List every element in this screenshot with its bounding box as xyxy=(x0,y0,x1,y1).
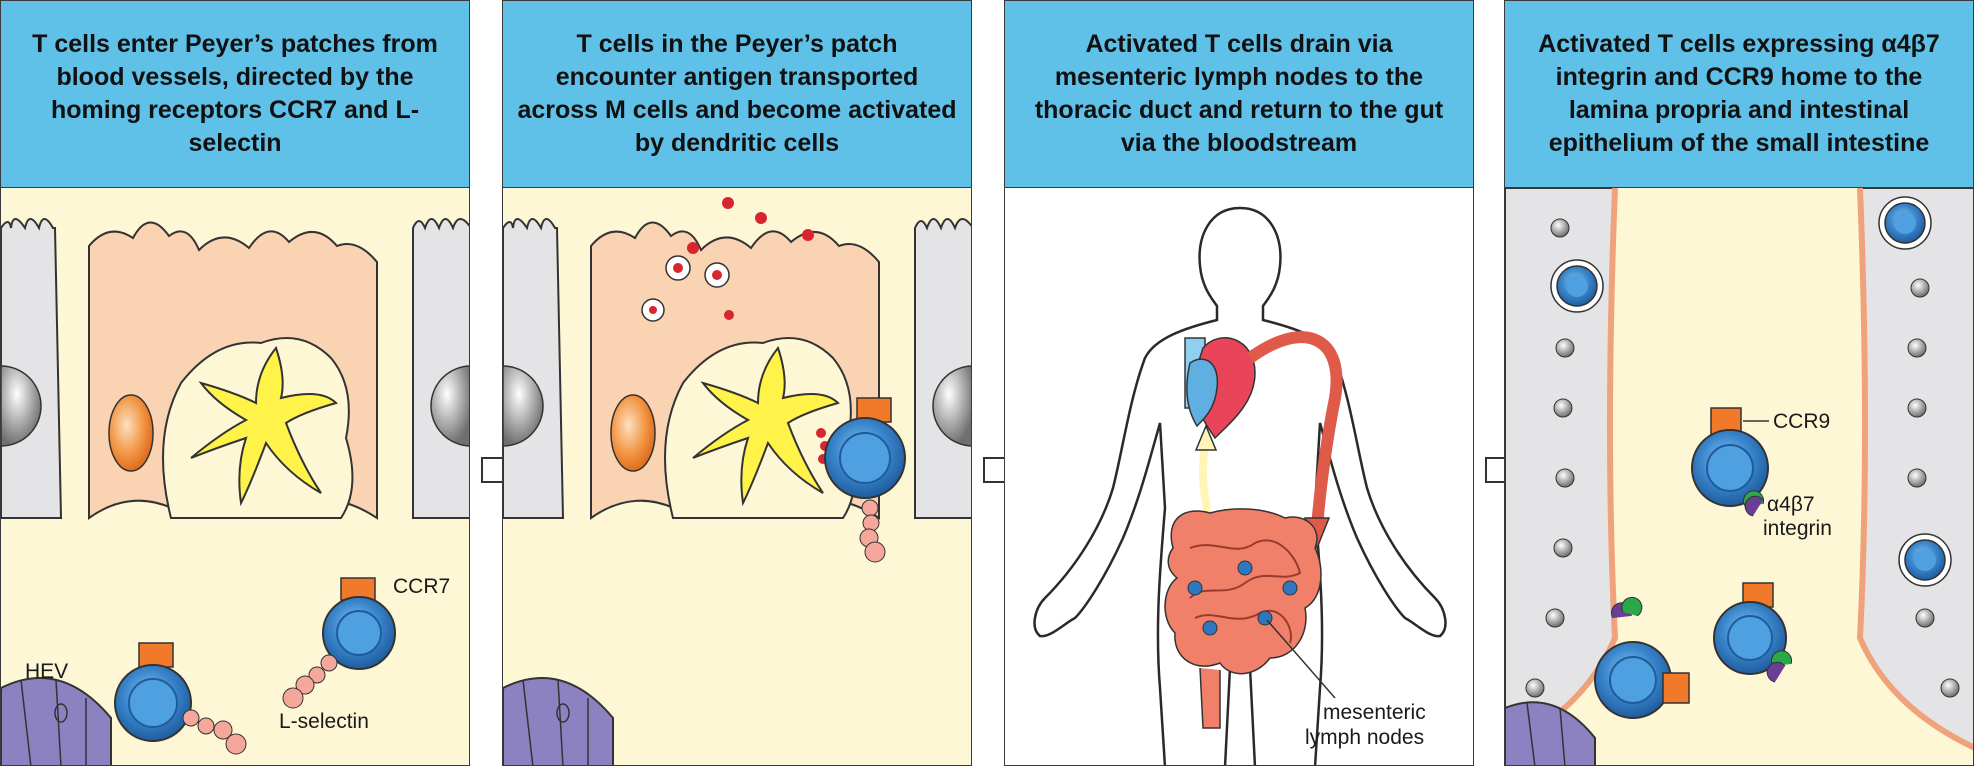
epithelial-cell-right xyxy=(915,219,972,518)
panel-2: T cells in the Peyer’s patch encounter a… xyxy=(502,0,972,766)
intraepithelial-t-cell-2 xyxy=(1879,197,1931,249)
panel-3-illustration: mesenteric lymph nodes xyxy=(1005,188,1473,766)
panel-1-title: T cells enter Peyer’s patches from blood… xyxy=(15,28,455,160)
hev-label: HEV xyxy=(25,660,68,683)
epithelial-cell-right xyxy=(413,219,470,518)
panel-4-header: Activated T cells expressing α4β7 integr… xyxy=(1505,1,1973,188)
panel-1-header: T cells enter Peyer’s patches from blood… xyxy=(1,1,469,188)
panel-4: Activated T cells expressing α4β7 integr… xyxy=(1504,0,1974,766)
panel-1-illustration: CCR7 HEV L-selectin xyxy=(1,188,469,766)
mesenteric-label: mesenteric xyxy=(1323,701,1426,724)
panel-3-header: Activated T cells drain via mesenteric l… xyxy=(1005,1,1473,188)
panel-2-illustration xyxy=(503,188,971,766)
panel-1: T cells enter Peyer’s patches from blood… xyxy=(0,0,470,766)
epithelial-cell-left xyxy=(503,219,563,518)
lymph-nodes-label: lymph nodes xyxy=(1305,726,1424,749)
intraepithelial-t-cell-3 xyxy=(1899,534,1951,586)
a4b7-label: α4β7 xyxy=(1767,493,1815,516)
ccr7-label: CCR7 xyxy=(393,575,450,598)
epithelial-cell-left xyxy=(1,219,61,518)
ccr9-label: CCR9 xyxy=(1773,410,1830,433)
integrin-label: integrin xyxy=(1763,517,1832,540)
panel-3-title: Activated T cells drain via mesenteric l… xyxy=(1019,28,1459,160)
panel-4-title: Activated T cells expressing α4β7 integr… xyxy=(1519,28,1959,160)
m-cell xyxy=(89,222,377,518)
intraepithelial-t-cell-1 xyxy=(1551,260,1603,312)
panel-3: Activated T cells drain via mesenteric l… xyxy=(1004,0,1474,766)
panel-2-header: T cells in the Peyer’s patch encounter a… xyxy=(503,1,971,188)
l-selectin-label: L-selectin xyxy=(279,710,369,733)
panel-2-title: T cells in the Peyer’s patch encounter a… xyxy=(517,28,957,160)
panel-4-illustration: CCR9 α4β7 integrin xyxy=(1505,188,1973,766)
